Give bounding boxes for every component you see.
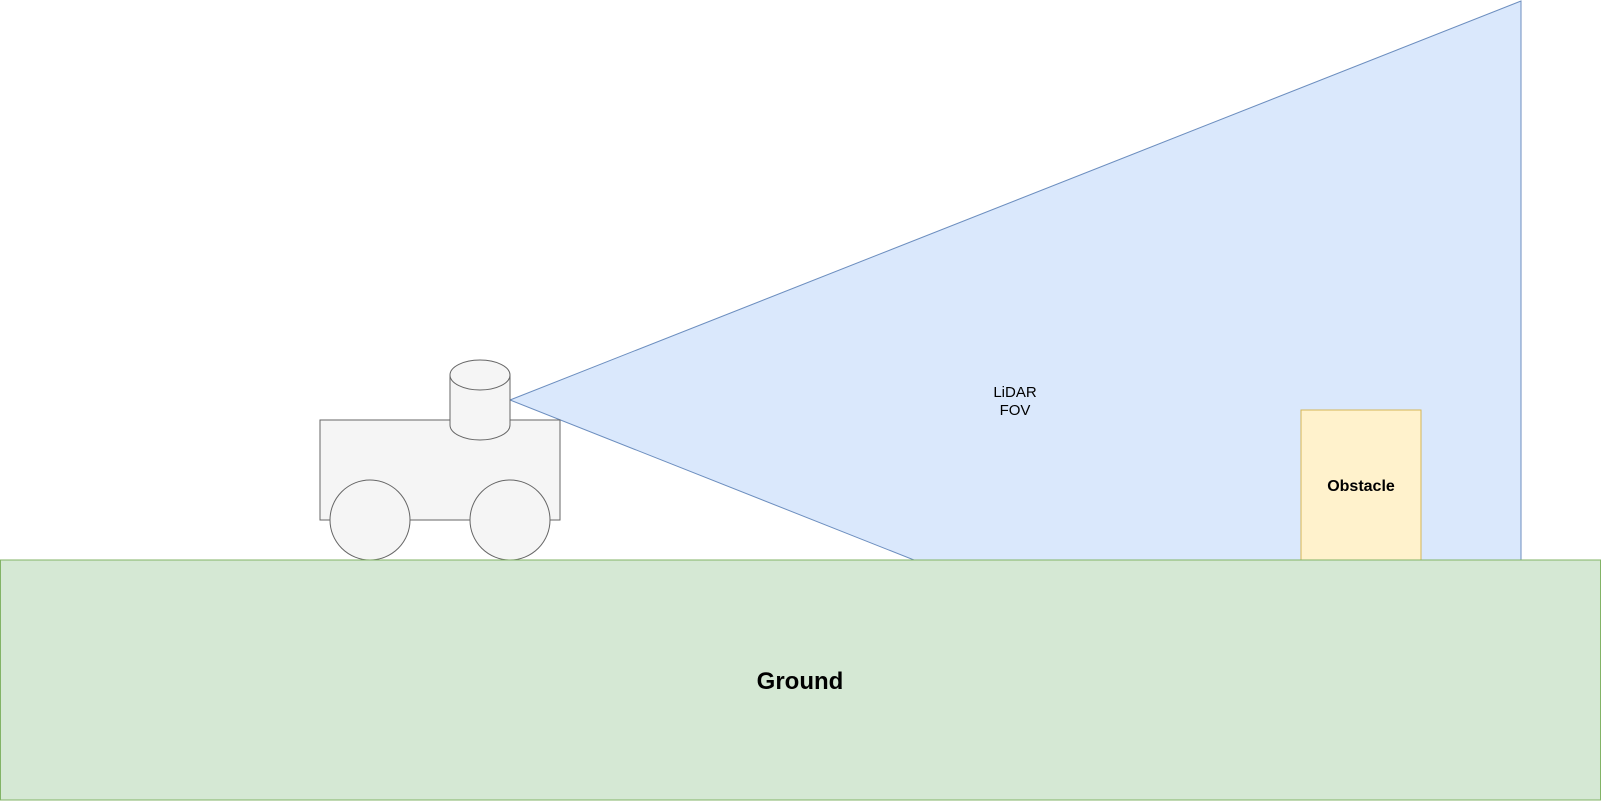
lidar-sensor-top [449, 359, 511, 391]
robot-wheel-right [469, 479, 551, 561]
ground-area [0, 559, 1601, 801]
fov-label-line2: FOV [1000, 402, 1031, 419]
ground-label: Ground [757, 668, 844, 695]
obstacle-label: Obstacle [1327, 478, 1395, 495]
robot-wheel-left [329, 479, 411, 561]
robot [319, 359, 561, 561]
lidar-sensor-body [449, 374, 511, 441]
fov-label-line1: LiDAR [993, 384, 1037, 401]
obstacle-box [1300, 409, 1422, 561]
lidar-sensor [449, 359, 511, 441]
